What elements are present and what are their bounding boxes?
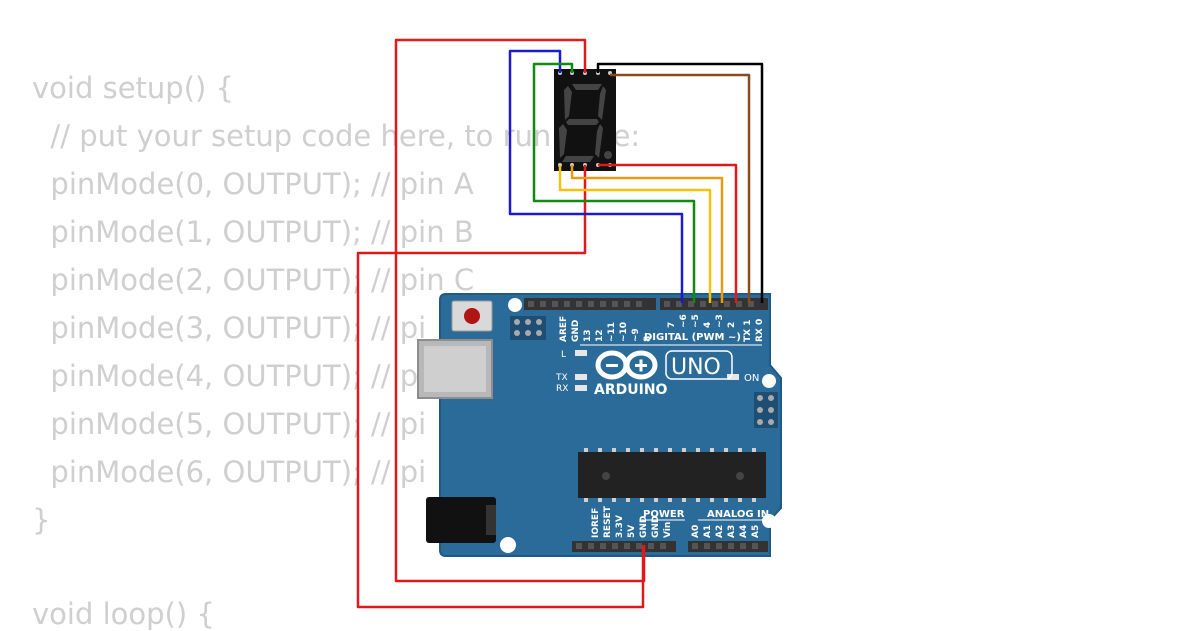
icsp-header-right: [754, 392, 778, 428]
mounting-hole: [508, 298, 522, 312]
pin-label: A4: [739, 525, 749, 538]
pin-label: 3.3V: [615, 515, 625, 538]
pin-label: ~10: [619, 322, 629, 342]
arduino-logo-icon: [595, 350, 658, 380]
pin-label: ~6: [679, 314, 689, 328]
wire-orange: [570, 165, 724, 303]
code-line: pinMode(1, OUTPUT); // pin B: [32, 215, 474, 249]
power-pin-labels: IOREF RESET 3.3V 5V GND GND Vin: [591, 505, 673, 538]
arduino-uno-board[interactable]: AREF GND 13 12 ~11 ~10 ~9 8 7 ~6 ~5 4 ~3…: [417, 293, 782, 557]
pin-label: GND: [639, 516, 649, 538]
atmega-chip: [578, 448, 766, 502]
led-label: L: [561, 350, 566, 360]
code-line: void setup() {: [32, 71, 234, 105]
pin-label: TX 1: [743, 320, 753, 342]
digital-pin-labels: AREF GND 13 12 ~11 ~10 ~9 8 7 ~6 ~5 4 ~3…: [559, 314, 765, 342]
pin-label: 8: [643, 336, 653, 342]
brand-label: ARDUINO: [594, 382, 668, 398]
pin-label: GND: [571, 320, 581, 342]
wire-red-dp: [598, 163, 738, 303]
pin-label: A2: [715, 525, 725, 538]
segment-g: [566, 119, 599, 125]
pin-label: 12: [595, 329, 605, 342]
pin-label: RX 0: [755, 319, 765, 342]
digital-label: DIGITAL (PWM ~): [644, 332, 741, 343]
power-jack: [426, 497, 496, 543]
pin-label: A0: [691, 525, 701, 538]
analog-header[interactable]: [688, 541, 768, 552]
led-label: RX: [556, 384, 568, 394]
pin-label: A1: [703, 525, 713, 538]
code-line: pinMode(6, OUTPUT); // pi: [32, 455, 427, 489]
pin-label: ~9: [631, 328, 641, 342]
pin-label: 7: [667, 322, 677, 328]
pin-label: IOREF: [591, 508, 601, 538]
icsp-header: [510, 316, 546, 340]
analog-pin-labels: A0 A1 A2 A3 A4 A5: [691, 525, 761, 538]
segment-d: [562, 156, 594, 162]
mounting-hole: [500, 537, 516, 553]
pin-label: RESET: [603, 505, 613, 538]
wire-brown: [610, 73, 751, 303]
mounting-hole: [762, 514, 776, 528]
model-badge: [665, 350, 733, 380]
power-label: POWER: [643, 509, 685, 520]
led-label: TX: [555, 373, 568, 383]
digit-segments: [559, 84, 606, 162]
segment-a: [572, 84, 602, 90]
wire-red-gnd-2: [356, 165, 645, 609]
power-header[interactable]: [572, 541, 676, 552]
board-leds: L TX RX ON: [555, 350, 759, 394]
pin-label: 4: [703, 322, 713, 328]
model-label: UNO: [671, 355, 721, 380]
code-line: pinMode(3, OUTPUT); // pi: [32, 311, 427, 345]
segment-b: [598, 86, 606, 120]
led-label: ON: [744, 373, 759, 384]
pin-label: A3: [727, 525, 737, 538]
analog-label: ANALOG IN: [707, 509, 769, 520]
decimal-point: [604, 151, 612, 159]
code-line: }: [32, 503, 51, 537]
seven-segment-display[interactable]: [554, 69, 616, 171]
pin-label: GND: [651, 516, 661, 538]
pin-label: ~5: [691, 314, 701, 328]
pin-label: 5V: [627, 525, 637, 538]
segment-e: [559, 124, 567, 158]
segment-c: [595, 124, 603, 158]
segment-f: [564, 86, 572, 120]
code-line: pinMode(0, OUTPUT); // pin A: [32, 167, 474, 201]
digital-header[interactable]: [524, 298, 768, 310]
pin-label: 13: [583, 329, 593, 342]
wire-green: [532, 62, 696, 303]
wires: [356, 38, 764, 609]
pin-label: Vin: [663, 522, 673, 538]
wire-black: [596, 62, 764, 303]
mounting-hole: [762, 374, 776, 388]
wire-blue: [508, 49, 684, 303]
code-line: pinMode(5, OUTPUT); // pi: [32, 407, 427, 441]
wire-yellow: [558, 165, 712, 303]
pin-label: AREF: [559, 316, 569, 342]
pin-label: ~11: [607, 322, 617, 342]
pin-label: ~3: [715, 314, 725, 328]
code-line: pinMode(4, OUTPUT); // pi: [32, 359, 427, 393]
pin-label: 2: [727, 322, 737, 328]
code-line: void loop() {: [32, 597, 215, 631]
code-line: pinMode(2, OUTPUT); // pin C: [32, 263, 475, 297]
usb-port: [417, 339, 493, 399]
reset-button[interactable]: [451, 300, 493, 332]
pin-label: A5: [751, 525, 761, 538]
